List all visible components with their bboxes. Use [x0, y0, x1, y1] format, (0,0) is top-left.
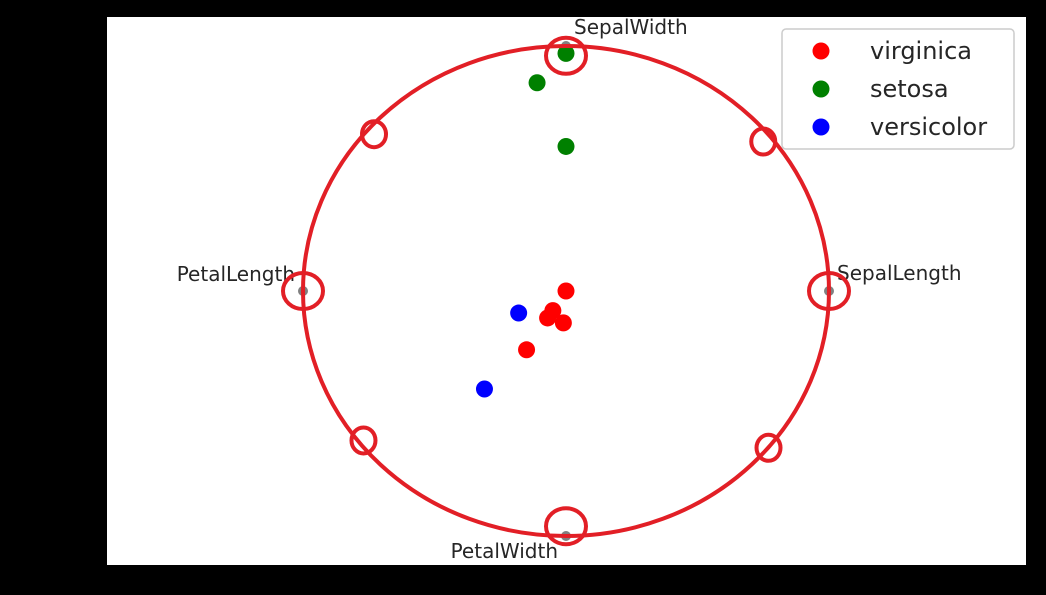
- point-virginica-4: [554, 314, 572, 332]
- annotation-big-circle: [301, 44, 831, 538]
- point-virginica-1: [557, 282, 575, 300]
- points-layer: [475, 44, 575, 398]
- annotation-small-circle-5: [544, 506, 588, 547]
- legend-box: [781, 28, 1015, 150]
- legend-marker-versicolor: [812, 118, 830, 136]
- annotation-small-circle-6: [349, 425, 378, 456]
- point-virginica-5: [518, 341, 536, 359]
- annotation-small-circle-2: [749, 126, 778, 157]
- point-setosa-3: [557, 137, 575, 155]
- point-versicolor-1: [510, 304, 528, 322]
- anchor-label-sepallength: SepalLength: [837, 261, 962, 285]
- anchor-label-petalwidth: PetalWidth: [451, 539, 558, 563]
- legend-label-virginica: virginica: [870, 37, 972, 65]
- anchor-label-sepalwidth: SepalWidth: [574, 15, 688, 39]
- anchor-label-petallength: PetalLength: [177, 262, 295, 286]
- annotation-small-circle-8: [360, 119, 389, 150]
- point-versicolor-2: [475, 380, 493, 398]
- point-setosa-1: [557, 44, 575, 62]
- annotation-small-circle-3: [807, 271, 851, 311]
- annotation-small-circle-4: [754, 432, 783, 463]
- point-setosa-2: [528, 74, 546, 92]
- legend-label-setosa: setosa: [870, 75, 949, 103]
- legend-marker-virginica: [812, 42, 830, 60]
- anchor-layer: SepalLength SepalWidthPetalLengthPetalWid…: [177, 15, 962, 563]
- legend: virginica setosa versicolor: [781, 28, 1015, 150]
- point-virginica-3: [539, 309, 557, 327]
- annotation-small-circle-1: [544, 35, 588, 76]
- annotation-layer: [281, 35, 851, 547]
- legend-marker-setosa: [812, 80, 830, 98]
- annotation-small-circle-7: [281, 271, 325, 311]
- legend-label-versicolor: versicolor: [870, 113, 987, 141]
